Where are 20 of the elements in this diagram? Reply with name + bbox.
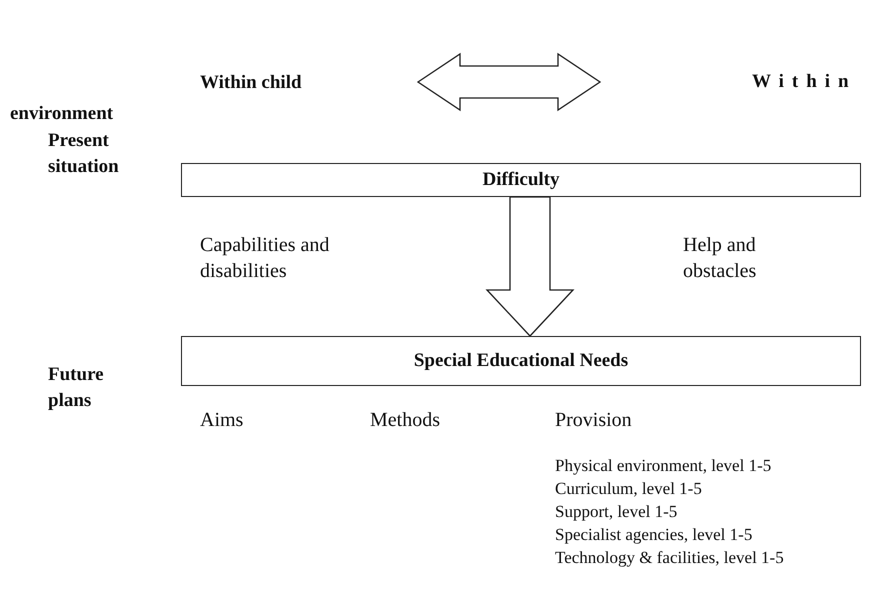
description-text: Capabilities and disabilities [200, 233, 330, 284]
list-item: Curriculum, level 1-5 [555, 478, 702, 500]
box-title: Difficulty [482, 169, 560, 191]
process-box [181, 336, 861, 386]
process-box [181, 163, 861, 197]
heading-label: environment [10, 102, 114, 126]
list-item: Specialist agencies, level 1-5 [555, 524, 752, 546]
block-arrow [486, 196, 574, 337]
column-label: Aims [200, 408, 244, 433]
row-label: Present situation [48, 129, 120, 179]
heading-label: Within child [200, 71, 302, 95]
column-label: Provision [555, 408, 632, 433]
column-label: Methods [370, 408, 440, 433]
box-title: Special Educational Needs [414, 350, 628, 372]
list-item: Physical environment, level 1-5 [555, 455, 772, 477]
description-text: Help and obstacles [683, 233, 758, 284]
list-item: Support, level 1-5 [555, 501, 678, 523]
heading-label: Within [752, 70, 857, 94]
list-item: Technology & facilities, level 1-5 [555, 547, 784, 569]
row-label: Future plans [48, 363, 105, 413]
